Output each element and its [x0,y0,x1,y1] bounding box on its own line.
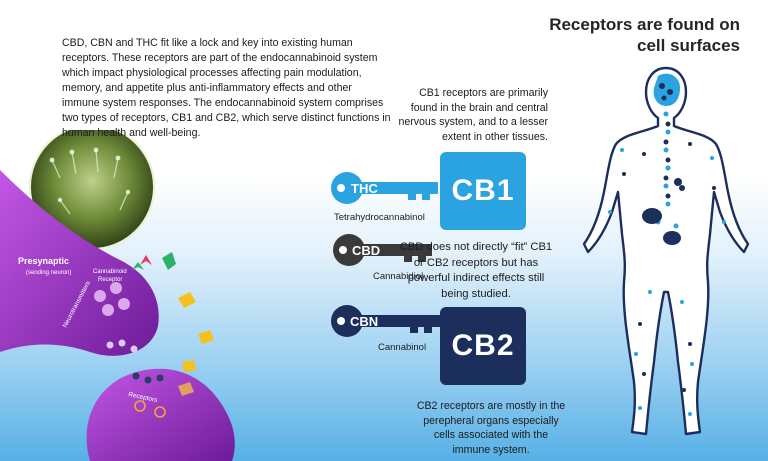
cannabinoid-receptor-label-2: Receptor [98,277,122,283]
cb2-description: CB2 receptors are mostly in the perepher… [416,400,566,456]
cannabinoid-molecule [178,292,196,308]
thc-name: Tetrahydrocannabinol [334,212,425,223]
postsynaptic-neuron [86,368,235,461]
receptor-glyph [140,255,152,265]
organ [663,231,681,245]
body-outline [582,66,750,436]
cannabinoid-molecule [178,382,194,396]
receptor-glyph [132,262,144,270]
key-hole [337,184,345,192]
cannabinoid-molecule [162,252,176,270]
human-body-figure [582,66,750,436]
key-hole [337,317,345,325]
cb2-receptor-box: CB2 [440,307,526,385]
cannabinoid-molecule [198,330,214,344]
cannabinoid-molecule [182,360,196,372]
presynaptic-label: Presynaptic [18,256,69,266]
cbd-key-label: CBD [352,243,380,258]
presynaptic-neuron [0,170,159,356]
cannabinoid-receptor-label: Cannabinoid [93,269,127,275]
thc-key-label: THC [351,181,378,196]
cb1-description: CB1 receptors are primarily found in the… [398,87,548,143]
page-title: Receptors are found on cell surfaces [549,15,740,55]
synapse-illustration: Presynaptic (sending neuron) Cannabinoid… [0,130,235,461]
cbd-key: CBD [333,234,432,266]
organ [642,208,662,224]
cb1-receptor-box: CB1 [440,152,526,230]
cbn-key: CBN [331,305,440,337]
cbn-name: Cannabinol [378,342,427,353]
cbd-note: CBD does not directly “fit” CB1 or CB2 r… [399,241,553,300]
sending-neuron-label: (sending neuron) [26,270,71,276]
key-hole [339,246,347,254]
intro-text: CBD, CBN and THC fit like a lock and key… [62,37,391,139]
cbd-name: Cannabidiol [373,271,424,282]
thc-key: THC [331,172,438,204]
cbn-key-label: CBN [350,314,378,329]
